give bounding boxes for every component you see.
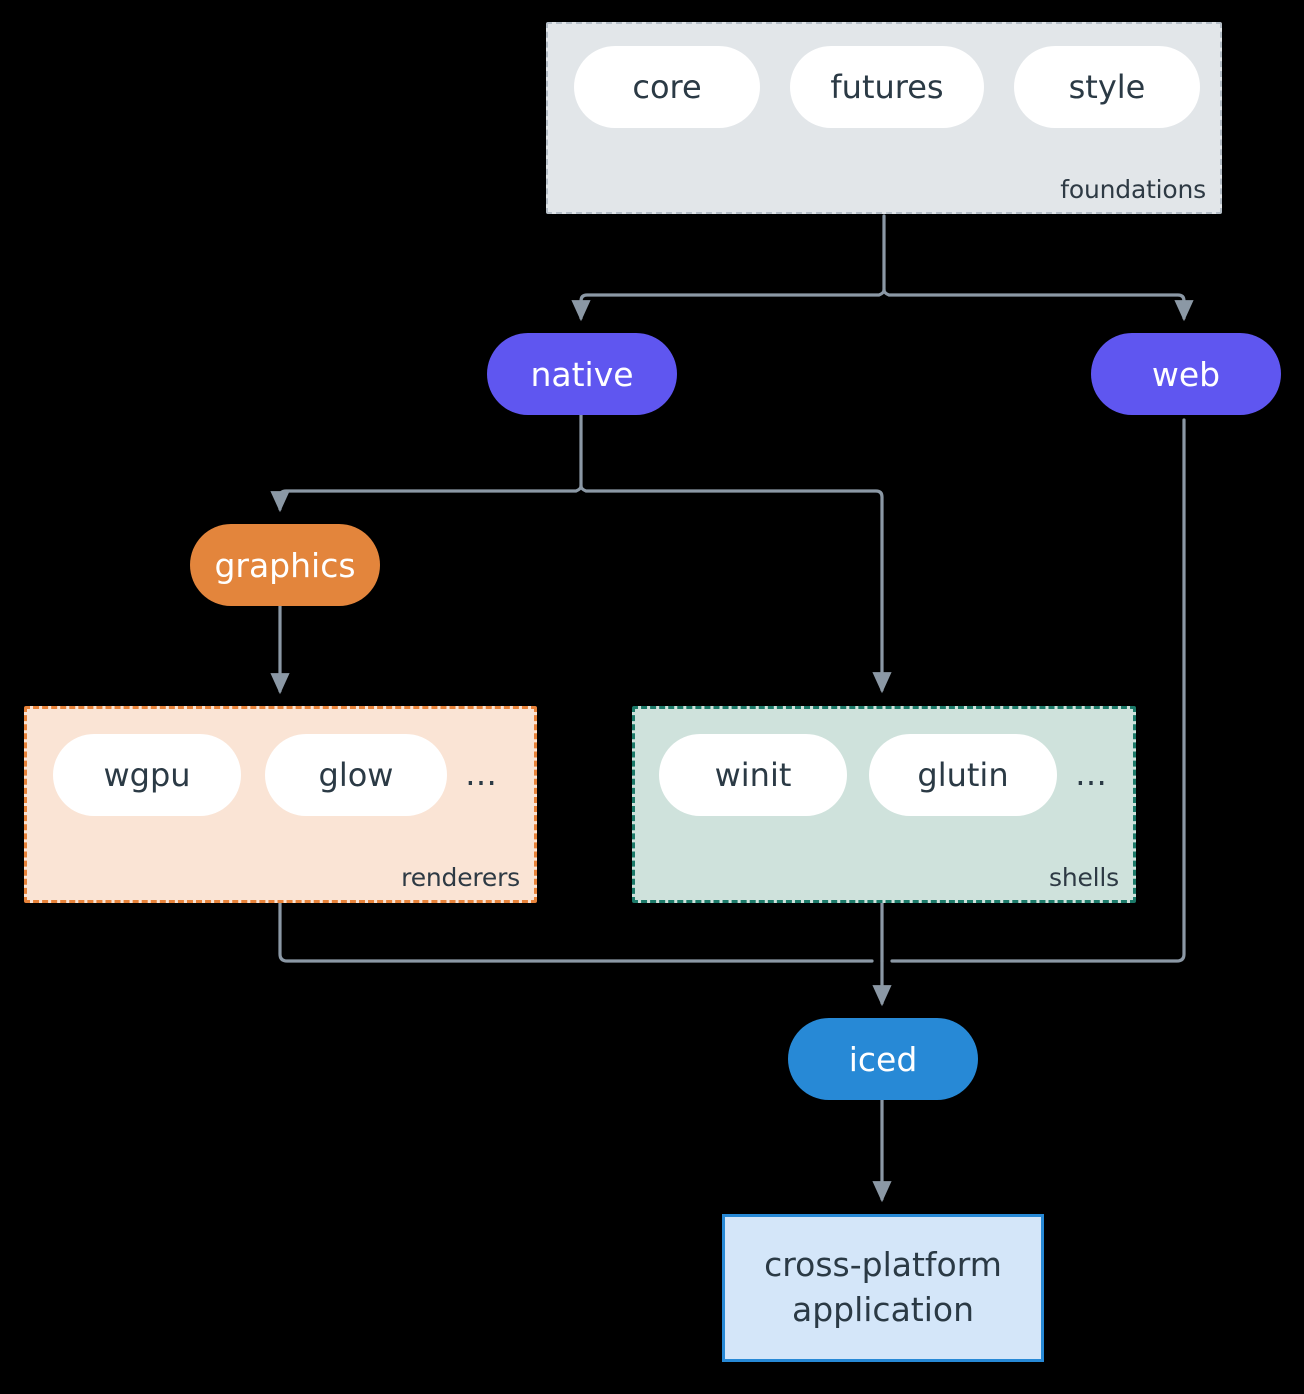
edge-native-to-graphics — [270, 484, 583, 513]
node-glutin-label: glutin — [917, 756, 1009, 794]
cluster-shells-label: shells — [1049, 863, 1119, 892]
cluster-renderers-label: renderers — [401, 863, 520, 892]
cluster-foundations-label: foundations — [1060, 175, 1206, 204]
node-glow[interactable]: glow — [265, 734, 447, 816]
edge-foundations-to-web — [882, 288, 1194, 322]
application-label-line2: application — [791, 1290, 975, 1329]
node-core[interactable]: core — [574, 46, 760, 128]
node-style[interactable]: style — [1014, 46, 1200, 128]
renderers-overflow-ellipsis: … — [465, 755, 498, 794]
application-label-line1: cross-platform — [764, 1245, 1002, 1285]
edge-foundations-to-native — [571, 288, 886, 322]
node-core-label: core — [632, 68, 702, 106]
node-graphics[interactable]: graphics — [190, 524, 380, 606]
node-web[interactable]: web — [1091, 333, 1281, 415]
node-iced-label: iced — [848, 1039, 918, 1079]
cluster-renderers: wgpu glow … renderers — [24, 706, 537, 903]
node-winit-label: winit — [714, 756, 792, 794]
shells-overflow-ellipsis: … — [1075, 755, 1108, 794]
edge-native-to-shells — [579, 484, 892, 694]
cluster-shells: winit glutin … shells — [632, 706, 1136, 903]
node-graphics-label: graphics — [214, 545, 356, 585]
node-futures[interactable]: futures — [790, 46, 984, 128]
shells-node-row: winit glutin … — [659, 734, 1112, 816]
node-wgpu[interactable]: wgpu — [53, 734, 241, 816]
foundations-node-row: core futures style — [574, 46, 1200, 128]
node-glow-label: glow — [318, 756, 394, 794]
node-wgpu-label: wgpu — [103, 756, 191, 794]
edge-renderers-to-merge — [278, 901, 874, 963]
node-native-label: native — [530, 354, 634, 394]
node-web-label: web — [1151, 354, 1221, 394]
node-native[interactable]: native — [487, 333, 677, 415]
node-iced[interactable]: iced — [788, 1018, 978, 1100]
node-glutin[interactable]: glutin — [869, 734, 1057, 816]
renderers-node-row: wgpu glow … — [53, 734, 502, 816]
node-winit[interactable]: winit — [659, 734, 847, 816]
cluster-foundations: core futures style foundations — [546, 22, 1222, 214]
node-futures-label: futures — [830, 68, 944, 106]
node-style-label: style — [1068, 68, 1146, 106]
node-cross-platform-application[interactable]: cross-platform application — [722, 1214, 1044, 1362]
